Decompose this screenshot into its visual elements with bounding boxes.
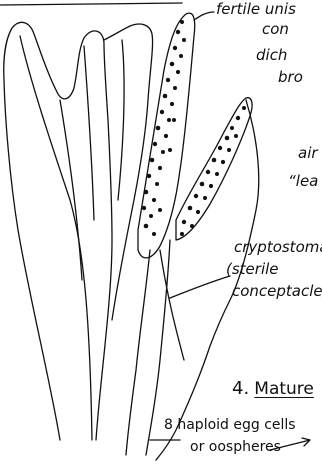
fertile-branch-right (176, 98, 252, 240)
section-heading: 4. Mature (232, 380, 314, 398)
label-cryptostoma: cryptostoma (234, 240, 322, 255)
heading-word: Mature (254, 379, 314, 399)
bottom-line-1: 8 haploid egg cells (164, 418, 296, 432)
heading-number: 4. (232, 378, 249, 399)
right-blade (156, 100, 259, 460)
label-lea: “lea (288, 174, 318, 189)
label-air: air (298, 146, 318, 161)
left-blade (4, 22, 112, 440)
label-sterile: (sterile (226, 262, 279, 277)
label-fertile: fertile unis (216, 2, 296, 17)
top-rule (0, 3, 182, 5)
label-conceptacle: conceptacle) (232, 284, 322, 299)
label-bro: bro (278, 70, 303, 85)
label-con: con (262, 22, 289, 37)
label-dich: dich (256, 48, 287, 63)
bottom-line-2: or oospheres (190, 440, 281, 454)
